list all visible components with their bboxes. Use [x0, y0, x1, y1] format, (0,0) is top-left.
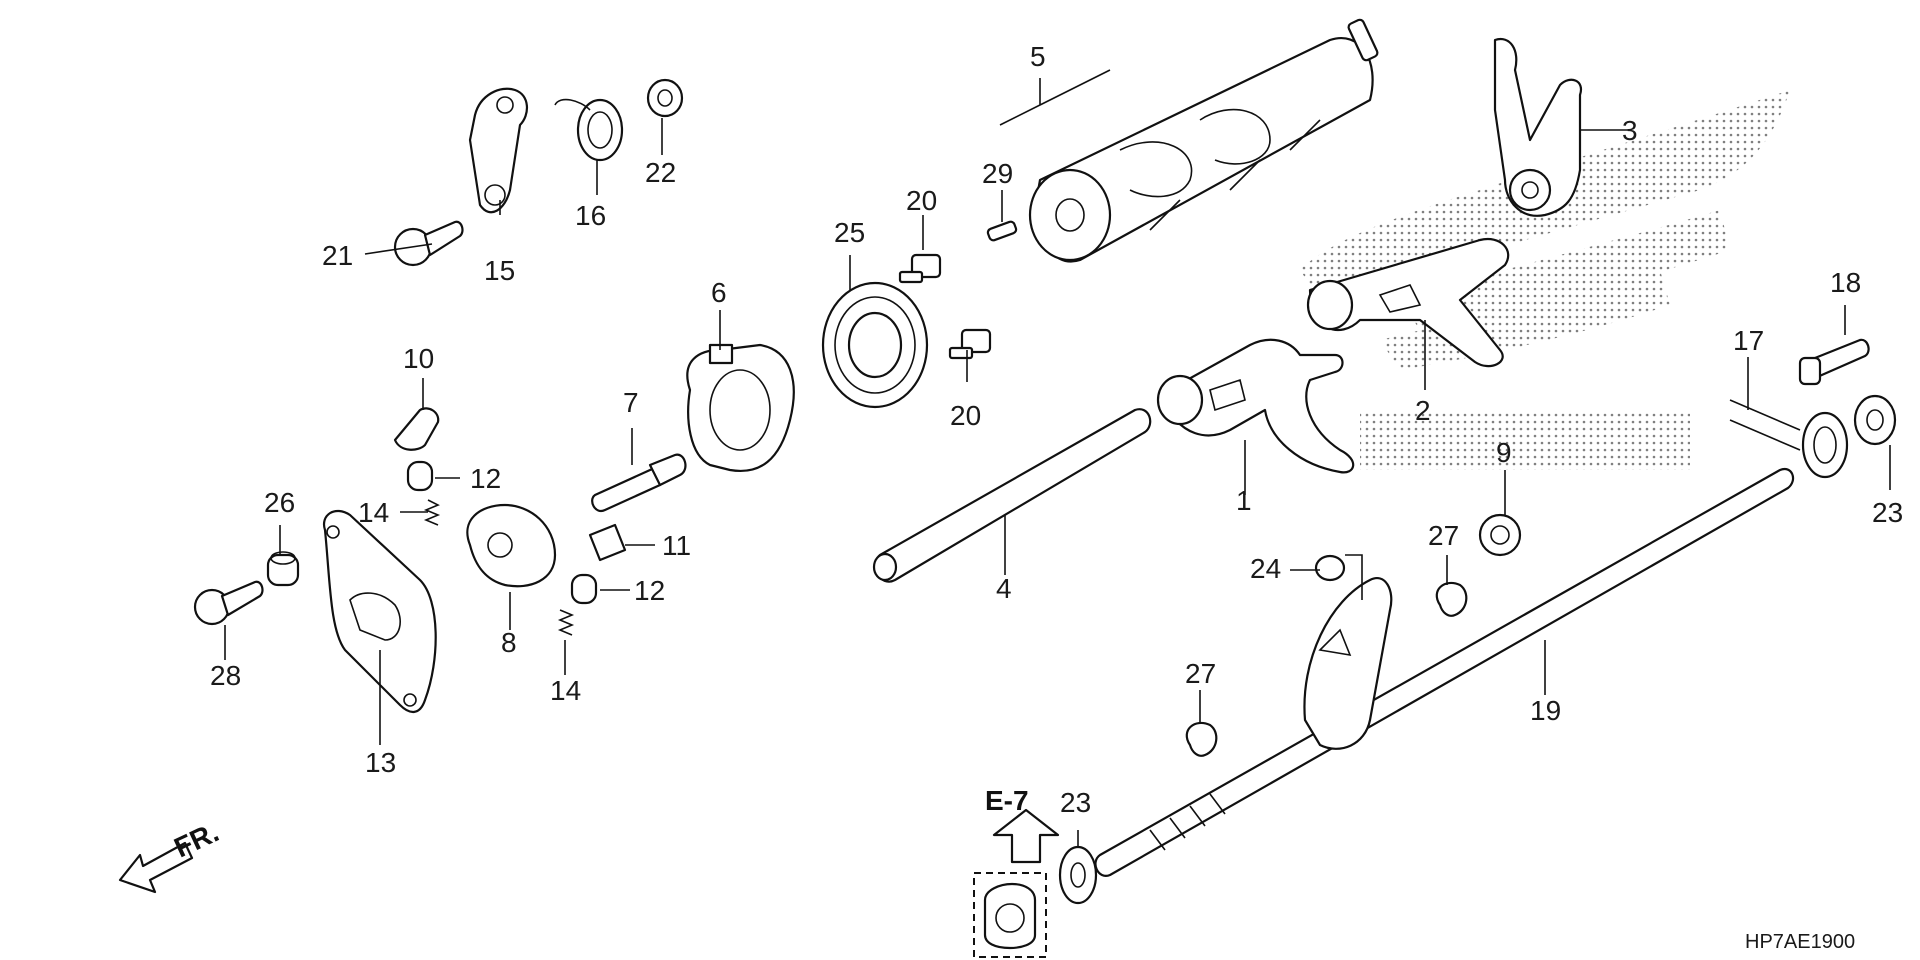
callout-24: 24 — [1250, 553, 1281, 584]
callout-7: 7 — [623, 387, 639, 418]
shift-drum — [1028, 18, 1379, 263]
guide-plate-13 — [322, 509, 437, 713]
washer-23-right — [1853, 394, 1897, 446]
callout-15: 15 — [484, 255, 515, 286]
callout-23-right: 23 — [1872, 497, 1903, 528]
callout-3: 3 — [1622, 115, 1638, 146]
clip-24 — [1314, 554, 1346, 582]
collar-9 — [1478, 513, 1522, 557]
bolt-20-upper — [898, 253, 942, 284]
washer-23-lower — [1058, 845, 1098, 905]
bolt-18 — [1798, 338, 1870, 386]
spring-14-lower — [557, 609, 575, 636]
pawl-10 — [393, 407, 440, 451]
pin-12-lower — [570, 573, 598, 605]
front-arrow: FR. — [118, 816, 223, 894]
callout-20-lower: 20 — [950, 400, 981, 431]
callout-27-lower: 27 — [1185, 658, 1216, 689]
callout-10: 10 — [403, 343, 434, 374]
washer-22 — [646, 78, 684, 118]
drum-center-6 — [686, 343, 795, 472]
collar-26 — [266, 551, 300, 587]
spring-16 — [554, 98, 624, 162]
callout-19: 19 — [1530, 695, 1561, 726]
leader-lines — [224, 69, 1891, 847]
shift-fork-3 — [1493, 37, 1583, 217]
callout-12-lower: 12 — [634, 575, 665, 606]
e7-reference: E-7 — [973, 785, 1060, 958]
bolt-7 — [591, 453, 687, 513]
callout-12-upper: 12 — [470, 463, 501, 494]
callouts: 1 2 3 4 5 6 7 8 9 10 11 12 12 13 14 14 1… — [210, 41, 1903, 818]
shift-fork-1 — [1156, 338, 1355, 474]
clip-27-lower — [1185, 721, 1218, 757]
pin-12-upper — [406, 460, 434, 492]
pin-29 — [986, 220, 1018, 242]
stopper-arm-15 — [468, 87, 528, 214]
ratchet-plate-8 — [466, 503, 557, 588]
callout-17: 17 — [1733, 325, 1764, 356]
callout-16: 16 — [575, 200, 606, 231]
callout-14-upper: 14 — [358, 497, 389, 528]
gearshift-spindle-19 — [1094, 467, 1795, 877]
callout-28: 28 — [210, 660, 241, 691]
spring-14-upper — [423, 499, 441, 526]
bolt-20-lower — [948, 328, 992, 360]
callout-21: 21 — [322, 240, 353, 271]
reference-label: E-7 — [985, 785, 1029, 816]
callout-6: 6 — [711, 277, 727, 308]
callout-9: 9 — [1496, 437, 1512, 468]
bolt-28 — [193, 580, 264, 626]
bolt-21 — [393, 220, 464, 267]
callout-5: 5 — [1030, 41, 1046, 72]
callout-4: 4 — [996, 573, 1012, 604]
callout-20-upper: 20 — [906, 185, 937, 216]
callout-29: 29 — [982, 158, 1013, 189]
clip-27-upper — [1435, 581, 1468, 617]
callout-23-lower: 23 — [1060, 787, 1091, 818]
callout-27-upper: 27 — [1428, 520, 1459, 551]
callout-8: 8 — [501, 627, 517, 658]
callout-2: 2 — [1415, 395, 1431, 426]
callout-14-lower: 14 — [550, 675, 581, 706]
callout-1: 1 — [1236, 485, 1252, 516]
pawl-11 — [588, 523, 627, 562]
callout-22: 22 — [645, 157, 676, 188]
callout-18: 18 — [1830, 267, 1861, 298]
callout-11: 11 — [662, 530, 691, 561]
shift-fork-2 — [1306, 237, 1510, 368]
callout-25: 25 — [834, 217, 865, 248]
callout-26: 26 — [264, 487, 295, 518]
spring-17 — [1729, 399, 1849, 479]
bearing-25 — [821, 281, 929, 409]
callout-13: 13 — [365, 747, 396, 778]
fork-shaft-4 — [872, 408, 1152, 583]
drawing-code: HP7AE1900 — [1745, 931, 1855, 953]
